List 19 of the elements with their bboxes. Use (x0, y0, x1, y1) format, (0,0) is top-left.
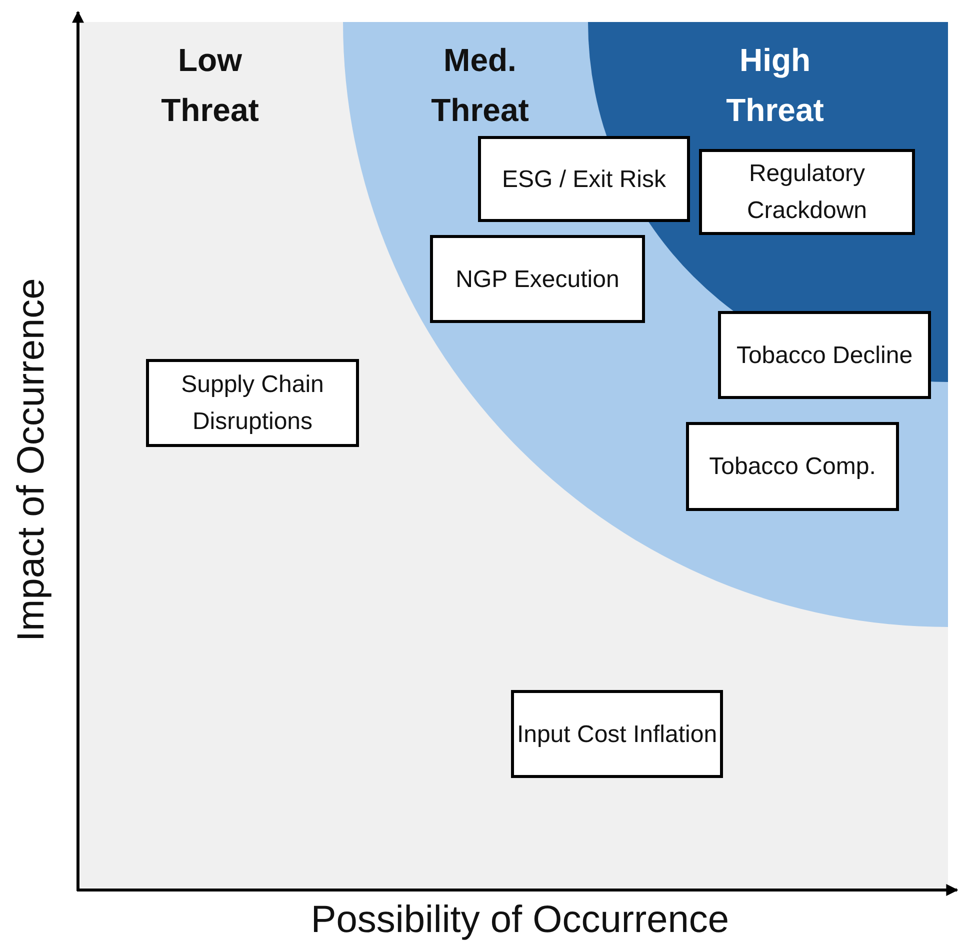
risk-box (699, 149, 915, 235)
zone-heading: Med. Threat (430, 41, 530, 130)
risk-label: Regulatory Crackdown (746, 159, 868, 226)
axis-title: Possibility of Occurrence (310, 900, 730, 942)
risk-label: NGP Execution (456, 264, 620, 294)
risk-box (718, 311, 931, 399)
zone-heading: Low Threat (160, 41, 260, 130)
risk-label: ESG / Exit Risk (502, 164, 666, 194)
axis-title: Impact of Occurrence (11, 278, 54, 642)
risk-box (430, 235, 645, 323)
risk-label: Input Cost Inflation (516, 720, 718, 750)
risk-label: Tobacco Comp. (709, 452, 876, 482)
risk-label: Tobacco Decline (736, 340, 913, 370)
risk-box (511, 690, 723, 778)
risk-box (146, 359, 359, 447)
risk-box (478, 136, 690, 222)
zone-heading: High Threat (725, 41, 825, 130)
risk-box (686, 422, 899, 511)
risk-label: Supply Chain Disruptions (180, 370, 325, 437)
